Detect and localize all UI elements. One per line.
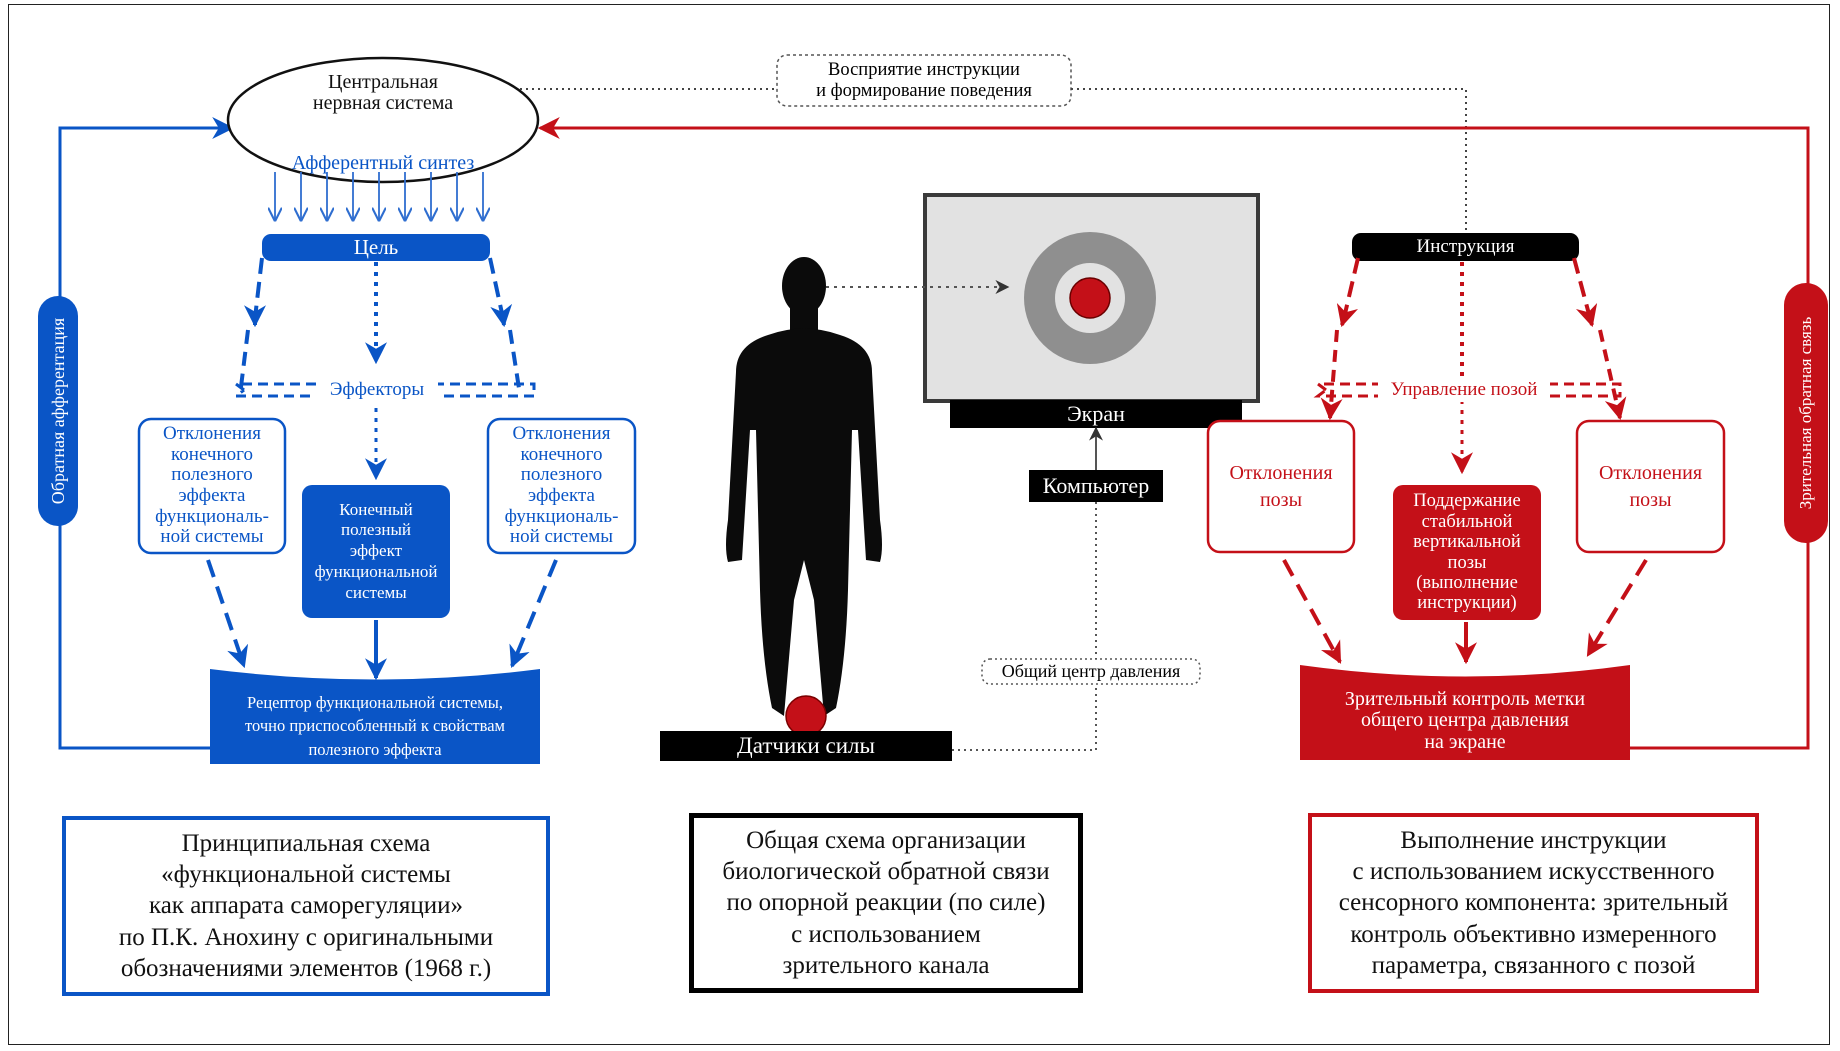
final-effect-box [302,485,450,618]
pressure-center-label: Общий центр давления [1001,661,1181,681]
left-feedback-label: Обратная афферентация [47,317,68,505]
visual-control-label: Зрительный контроль метки общего центра … [1344,687,1586,753]
left-vertical-pill-bg [38,296,78,526]
instruction-label: Инструкция [1416,236,1515,257]
final-effect-label: Конечный полезный эффект функциональной … [314,499,438,602]
computer-label: Компьютер [1042,473,1150,498]
goal-label: Цель [353,235,399,259]
sensors-to-computer-line [952,502,1097,751]
force-sensors-plate [660,731,952,761]
human-silhouette [726,257,882,716]
afferent-arrows [275,172,483,220]
goal-branches [238,257,522,396]
deviation-right-label: Отклонения конечного полезного эффекта ф… [504,423,619,548]
right-deviation-left-box [1206,419,1356,554]
instruction-box [1352,233,1579,261]
screen-label: Экран [1067,401,1125,426]
left-caption: Принципиальная схема «функциональной сис… [62,816,550,996]
afferent-synthesis-label: Афферентный синтез [291,152,475,174]
deviation-left-label: Отклонения конечного полезного эффекта ф… [155,423,269,548]
target-dot [1069,277,1111,319]
effectors-label: Эффекторы [316,378,438,402]
force-sensors-label: Датчики силы [737,733,875,758]
to-visual-control-arrows [1282,558,1648,665]
perception-box [776,54,1072,107]
effectors-bracket [231,382,536,398]
computer-box [1029,470,1163,502]
receptor-label: Рецептор функциональной системы, точно п… [245,693,505,759]
right-deviation-right-label: Отклонения позы [1598,461,1703,511]
posture-control-bracket [1313,382,1622,398]
visual-control-box [1300,665,1630,760]
right-deviation-left-label: Отклонения позы [1229,461,1333,511]
posture-control-label: Управление позой [1378,378,1550,402]
instruction-branches [1320,257,1627,421]
center-caption: Общая схема организации биологической об… [689,813,1083,993]
deviation-right-box [486,417,637,555]
pressure-center-marker [785,695,827,737]
right-caption: Выполнение инструкции с использованием и… [1308,813,1759,993]
receptor-box [210,669,540,764]
goal-box [262,234,490,261]
right-vertical-pill-bg [1784,283,1828,543]
right-feedback-label: Зрительная обратная связь [1796,316,1815,510]
figure-frame [8,4,1830,1045]
deviation-left-box [137,417,287,555]
right-deviation-right-box [1575,419,1726,554]
cns-label: Центральная нервная система [312,71,454,114]
screen-label-bar [950,400,1242,428]
maintain-box [1393,485,1541,620]
perception-label: Восприятие инструкции и формирование пов… [816,60,1032,101]
pressure-center-label-box [981,658,1201,685]
maintain-label: Поддержание стабильной вертикальной позы… [1413,491,1521,614]
to-receptor-arrows [206,559,558,681]
